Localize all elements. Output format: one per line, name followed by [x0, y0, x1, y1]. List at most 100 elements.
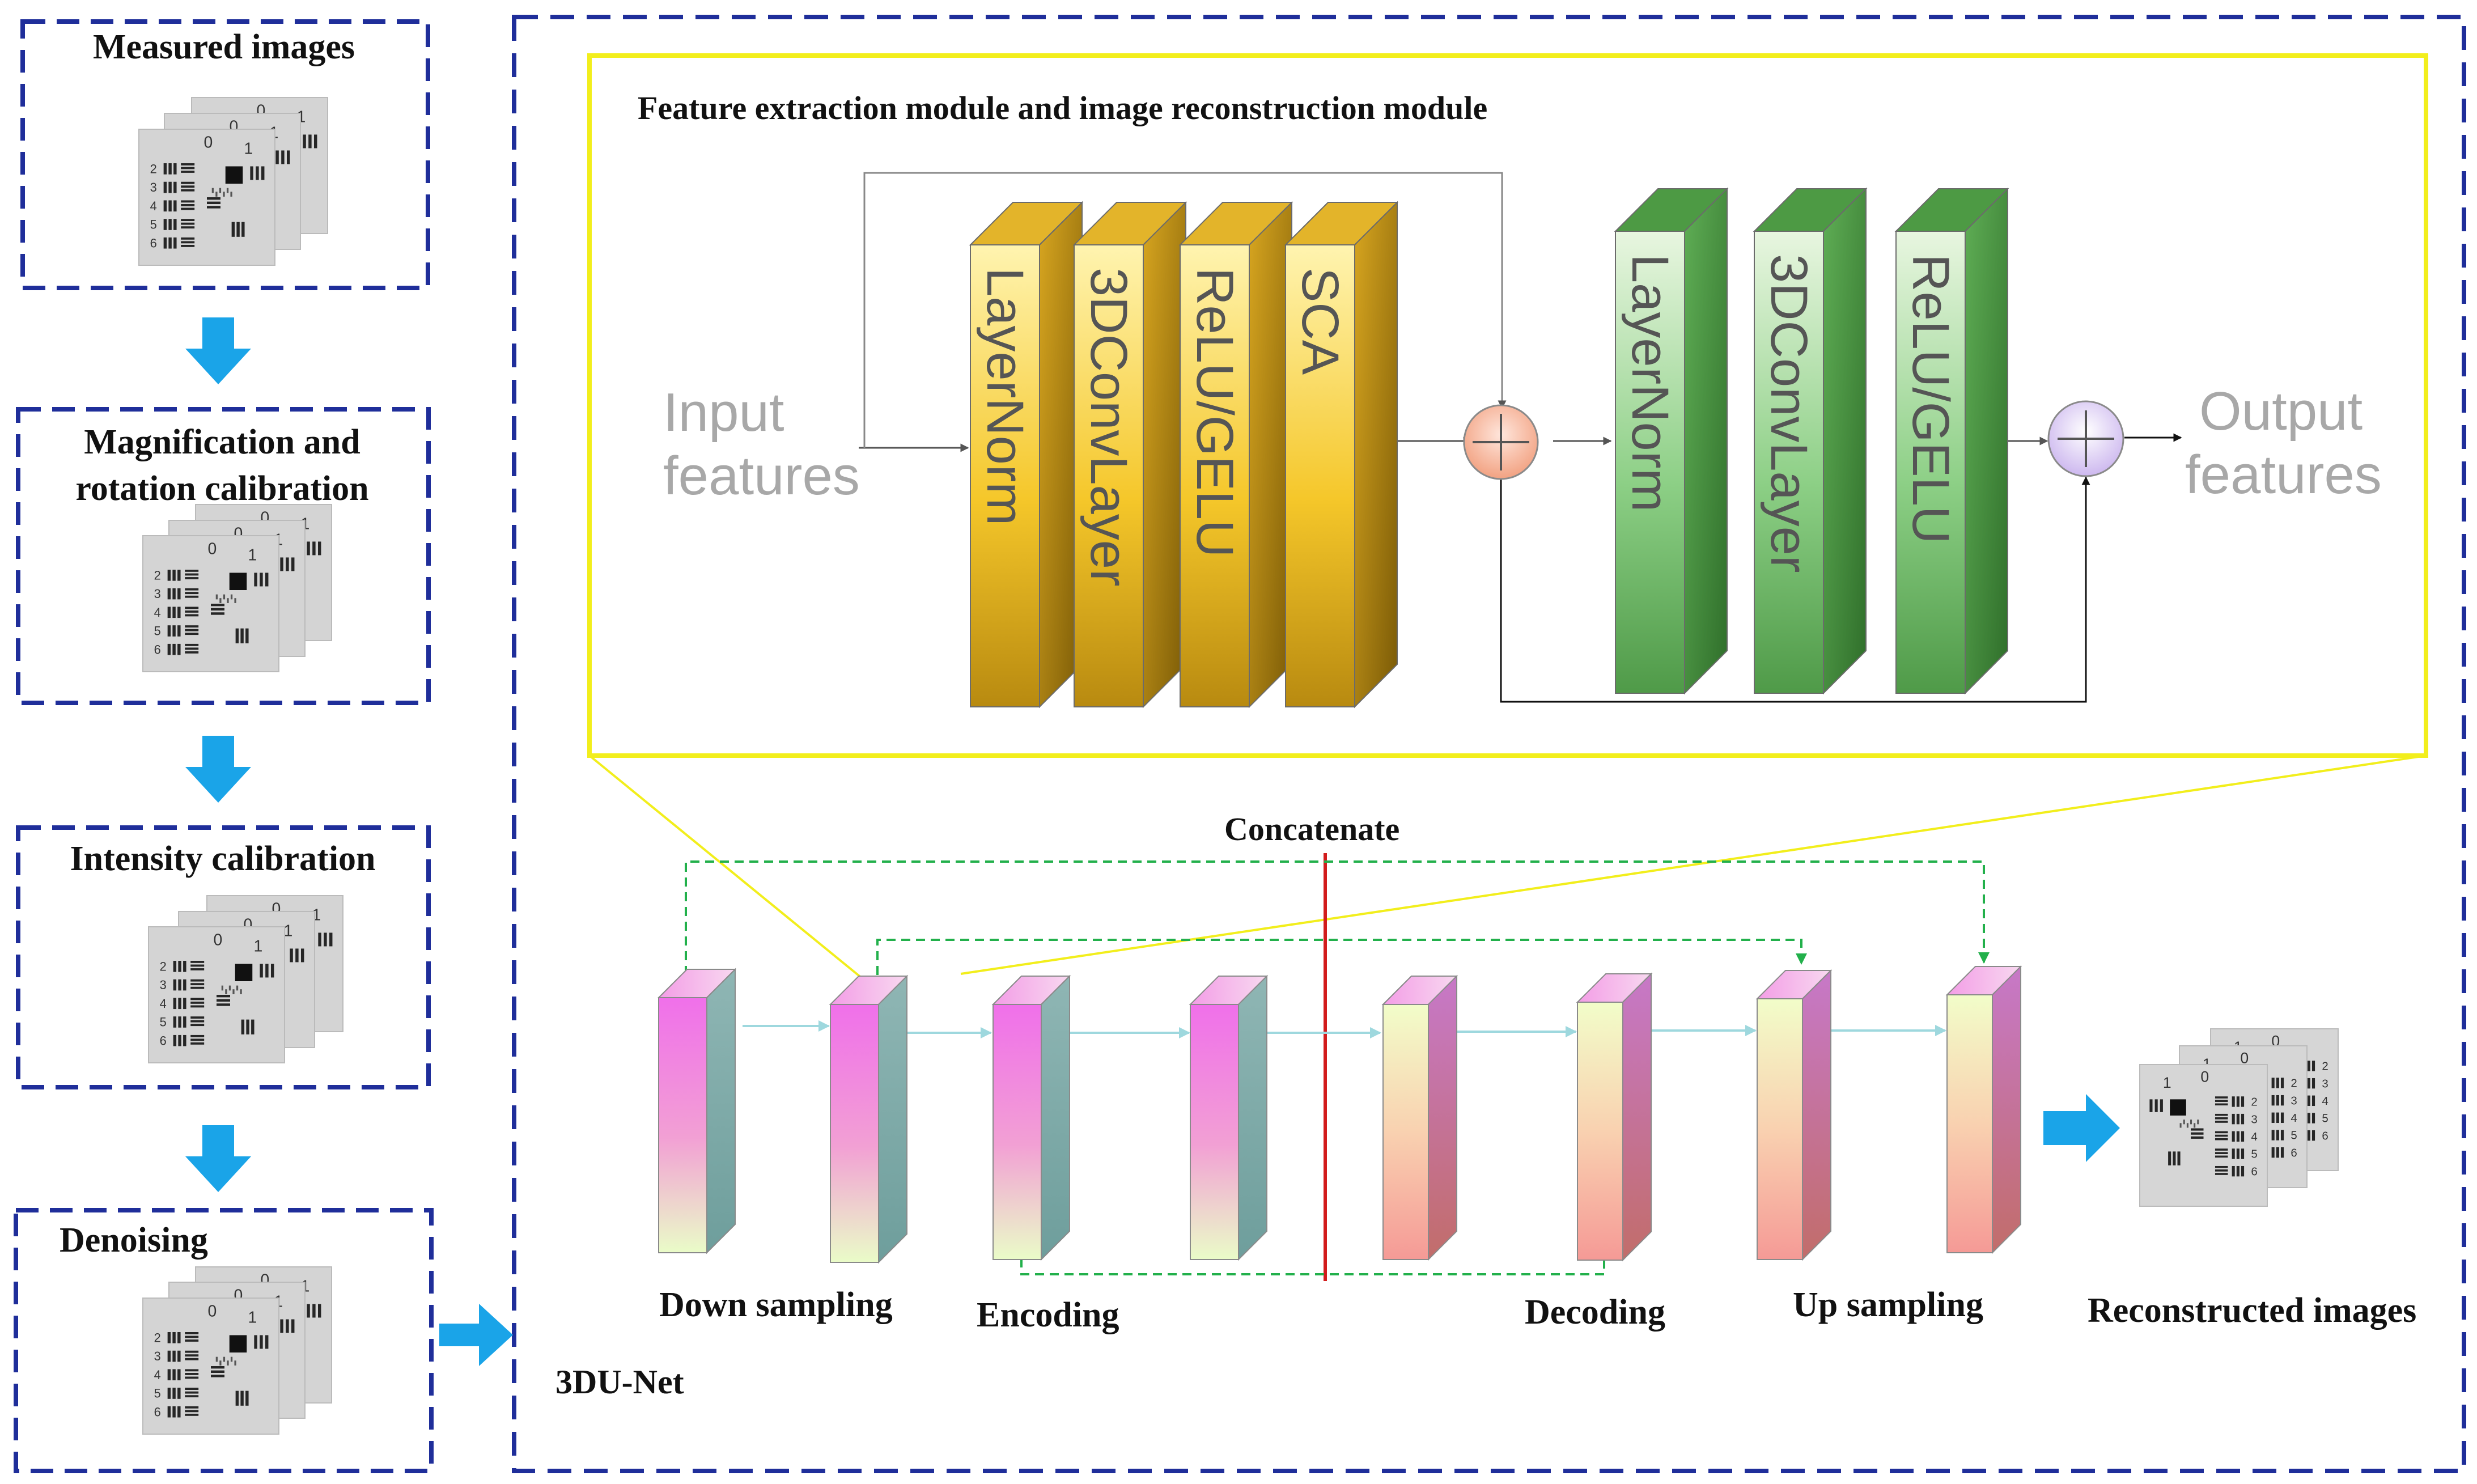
green-block-3: ReLU/GELU: [1894, 187, 2009, 695]
svg-text:6: 6: [154, 1405, 161, 1419]
pipeline-down-arrow: [185, 1125, 251, 1192]
svg-text:2: 2: [2291, 1077, 2297, 1090]
pipeline-step-label: Magnification and: [84, 423, 360, 461]
block-label: LayerNorm: [976, 268, 1034, 525]
svg-text:4: 4: [150, 199, 157, 213]
svg-text:2: 2: [2322, 1060, 2328, 1073]
preprocessing-pipeline: Measured images234560123456012345601Magn…: [14, 19, 434, 1473]
block-label: 3DConvLayer: [1760, 254, 1818, 573]
svg-text:2: 2: [2251, 1096, 2257, 1109]
block-label: ReLU/GELU: [1186, 268, 1244, 557]
unet-flow-arrows: [743, 1020, 1946, 1038]
concatenate-label: Concatenate: [1224, 811, 1399, 847]
skip-connection-outer: [685, 860, 1990, 975]
encoder-block-1: [657, 968, 737, 1254]
svg-text:0: 0: [214, 931, 223, 949]
gold-block-4: SCA: [1284, 201, 1399, 709]
svg-text:0: 0: [204, 134, 213, 152]
decoder-block-4: [1945, 965, 2022, 1254]
encoder-block-4: [1189, 974, 1269, 1261]
svg-text:5: 5: [2251, 1148, 2257, 1161]
svg-text:3: 3: [160, 978, 167, 992]
svg-text:2: 2: [150, 162, 157, 176]
gold-block-3: ReLU/GELU: [1178, 201, 1293, 709]
skip-connection-bottom: [1020, 1258, 1605, 1275]
svg-text:3: 3: [154, 587, 161, 601]
svg-text:4: 4: [2322, 1095, 2328, 1108]
pipeline-step-label: Intensity calibration: [70, 839, 375, 878]
green-block-stack: LayerNorm 3DConvLayer ReLU/GELU: [1614, 187, 2009, 695]
pipeline-step-label: Denoising: [60, 1221, 208, 1260]
encoder-block-3: [991, 974, 1071, 1261]
gold-block-2: 3DConvLayer: [1072, 201, 1187, 709]
svg-text:4: 4: [154, 1368, 161, 1382]
svg-text:4: 4: [2291, 1112, 2297, 1125]
svg-text:0: 0: [208, 540, 217, 558]
green-block-1: LayerNorm: [1614, 187, 1729, 695]
pipeline-step-4: Denoising234560123456012345601: [14, 1208, 434, 1473]
svg-text:4: 4: [160, 997, 167, 1011]
label-decoding: Decoding: [1525, 1293, 1665, 1332]
svg-text:2: 2: [154, 1330, 161, 1345]
svg-text:4: 4: [154, 605, 161, 620]
svg-text:0: 0: [2200, 1069, 2209, 1086]
module-title: Feature extraction module and image reco…: [638, 90, 1487, 126]
svg-text:1: 1: [283, 922, 292, 940]
svg-text:3: 3: [150, 180, 157, 194]
svg-text:2: 2: [154, 568, 161, 582]
unet-frame: [512, 15, 2466, 1473]
pipeline-step-1: Measured images234560123456012345601: [20, 19, 430, 290]
block-label: SCA: [1291, 268, 1349, 375]
unet-block-row: [657, 965, 2022, 1264]
label-up-sampling: Up sampling: [1793, 1286, 1983, 1324]
block-label: ReLU/GELU: [1902, 254, 1959, 544]
pipeline-step-2: Magnification and rotation calibration 2 3 4…: [16, 407, 431, 705]
pipeline-down-arrow: [185, 317, 251, 384]
sum-node-2: [2047, 400, 2124, 477]
svg-text:1: 1: [248, 546, 257, 565]
svg-text:6: 6: [2322, 1129, 2328, 1142]
svg-text:features: features: [663, 446, 860, 506]
label-encoding: Encoding: [977, 1296, 1119, 1334]
gold-block-stack: LayerNorm 3DConvLayer ReLU/GELU SCA: [969, 201, 1399, 709]
pipeline-step-3: Intensity calibration2345601234560123456…: [16, 825, 431, 1089]
svg-text:1: 1: [244, 140, 253, 158]
label-down-sampling: Down sampling: [659, 1286, 893, 1324]
svg-text:6: 6: [160, 1033, 167, 1048]
svg-text:3: 3: [2322, 1077, 2328, 1090]
svg-text:0: 0: [2240, 1050, 2249, 1067]
output-arrow: [2043, 1094, 2120, 1162]
decoder-block-2: [1576, 972, 1653, 1262]
svg-text:Output: Output: [2199, 381, 2363, 442]
gold-block-1: LayerNorm: [969, 201, 1084, 709]
pipeline-to-unet-arrow: [439, 1304, 513, 1366]
block-label: 3DConvLayer: [1080, 268, 1138, 587]
svg-text:5: 5: [150, 218, 157, 232]
sum-node-1: [1463, 404, 1539, 480]
svg-text:3: 3: [2251, 1113, 2257, 1126]
pipeline-down-arrow: [185, 736, 251, 803]
svg-text:6: 6: [2291, 1146, 2297, 1159]
svg-text:features: features: [2185, 444, 2382, 505]
pipeline-step-label: rotation calibration: [75, 469, 368, 508]
svg-text:1: 1: [253, 938, 262, 956]
svg-text:1: 1: [248, 1309, 257, 1327]
svg-text:1: 1: [2163, 1074, 2171, 1091]
module-box: [587, 53, 2428, 758]
encoder-block-2: [829, 974, 909, 1264]
skip-connections: [685, 860, 1990, 1275]
zoom-lines: [588, 754, 2427, 979]
svg-text:5: 5: [154, 624, 161, 638]
svg-text:6: 6: [150, 236, 157, 250]
green-block-2: 3DConvLayer: [1753, 187, 1868, 695]
svg-text:3: 3: [2291, 1094, 2297, 1107]
residual-skip-2: [1500, 476, 2090, 703]
input-features-label: Input features: [663, 382, 860, 506]
svg-text:3: 3: [154, 1349, 161, 1363]
block-label: LayerNorm: [1621, 254, 1679, 512]
svg-text:5: 5: [2291, 1129, 2297, 1142]
